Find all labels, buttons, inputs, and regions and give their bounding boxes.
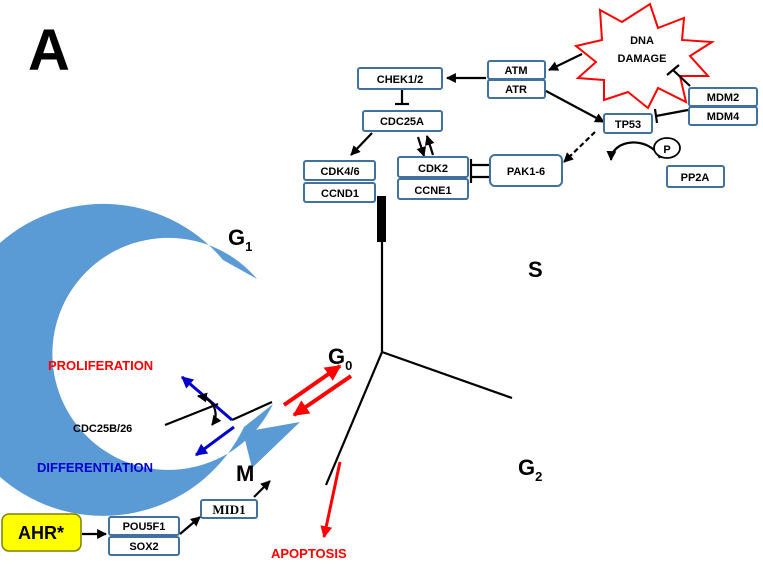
cdk2-to-cdc25a-arrow: [424, 135, 435, 156]
tp53-label: TP53: [615, 119, 641, 131]
g0-out-arrow: [292, 374, 353, 417]
mdm4-label: MDM4: [707, 111, 740, 123]
phospho-label: P: [663, 144, 670, 156]
g0-in-arrow: [282, 364, 342, 407]
phosphorylation-loop: [606, 141, 662, 161]
phase-g0-label: G0: [328, 344, 352, 373]
mdm-inhibits-damage: [666, 64, 691, 87]
panel-label: A: [28, 18, 70, 83]
ahr-box: [1, 513, 82, 552]
atr-to-tp53-arrow: [545, 90, 605, 123]
cdc25b-curve-up-arrow: [197, 392, 216, 408]
pp2a-label: PP2A: [681, 172, 710, 184]
pou5f1-label: POU5F1: [123, 521, 166, 533]
dna-damage-line1: DNA: [630, 35, 654, 47]
sox2-label: SOX2: [129, 541, 158, 553]
cell-cycle-ring: [0, 203, 300, 516]
dna-damage-burst: [573, 2, 716, 110]
cdc25a-to-cdk46-arrow: [350, 132, 373, 156]
apoptosis-arrow: [320, 461, 342, 539]
proliferation-label: PROLIFERATION: [48, 358, 153, 373]
dna-direction-arrow: [266, 236, 311, 283]
ahr-label: AHR*: [18, 523, 64, 543]
atr-label: ATR: [505, 84, 527, 96]
pou5f1-to-mid1-arrow: [179, 516, 201, 535]
tp53-to-pak-arrow: [563, 131, 596, 163]
cdk2-label: CDK2: [418, 163, 448, 175]
apoptosis-label: APOPTOSIS: [271, 546, 347, 561]
mdm-inhibits-tp53: [653, 108, 689, 124]
ccnd1-label: CCND1: [321, 188, 359, 200]
chek-label: CHEK1/2: [377, 74, 423, 86]
phase-spokes: [231, 241, 513, 486]
dna-damage-line2: DAMAGE: [618, 53, 667, 65]
mid1-to-m-arrow: [253, 480, 271, 498]
cdc25b-label: CDC25B/26: [73, 423, 132, 435]
phase-g1-label: G1: [228, 225, 252, 254]
dna-label: DNA: [247, 291, 281, 332]
phase-m-label: M: [236, 461, 254, 486]
to-differentiation-arrow: [195, 425, 235, 457]
ccne1-label: CCNE1: [414, 185, 451, 197]
cdc25a-label: CDC25A: [380, 116, 424, 128]
cdc25b-curve-down-arrow: [211, 406, 222, 426]
phase-g2-label: G2: [518, 455, 542, 484]
cdk46-label: CDK4/6: [320, 166, 359, 178]
atm-label: ATM: [504, 65, 527, 77]
pak-inhibits-cdk2: [469, 159, 489, 183]
cdc25b-link: [164, 402, 219, 427]
chek-inhibits-cdc25a: [395, 90, 409, 106]
pak-label: PAK1-6: [507, 166, 545, 178]
differentiation-label: DIFFERENTIATION: [37, 460, 153, 475]
mid1-label: MID1: [212, 502, 245, 517]
phase-s-label: S: [528, 257, 543, 282]
mdm2-label: MDM2: [707, 92, 739, 104]
phospho-circle: [653, 137, 681, 159]
cdc25a-to-cdk2-arrow: [416, 136, 427, 157]
damage-to-atm-arrow: [548, 53, 583, 71]
g1-s-checkpoint-bar: [377, 196, 386, 242]
